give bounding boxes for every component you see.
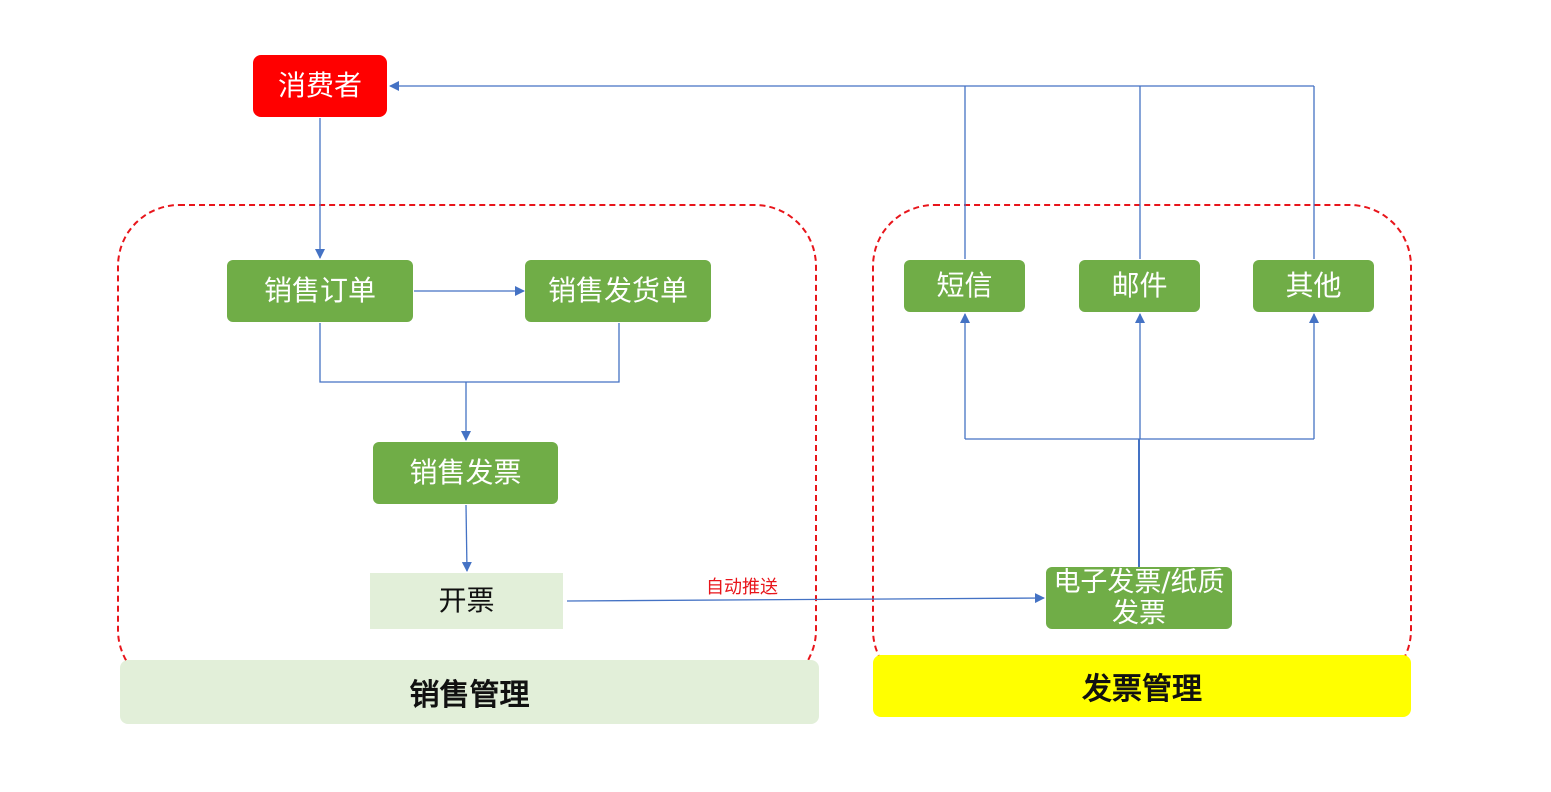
other-node[interactable]: 其他 (1253, 260, 1374, 312)
edge-invoice-to-issue (461, 504, 472, 572)
edge-order-merge (319, 323, 620, 383)
e-invoice-node[interactable]: 电子发票/纸质发票 (1046, 567, 1232, 629)
consumer-node[interactable]: 消费者 (253, 55, 387, 117)
email-node[interactable]: 邮件 (1079, 260, 1200, 312)
sales-management-banner: 销售管理 (120, 660, 819, 724)
sms-node[interactable]: 短信 (904, 260, 1025, 312)
issue-invoice-node[interactable]: 开票 (370, 573, 563, 629)
sales-invoice-node[interactable]: 销售发票 (373, 442, 558, 504)
invoice-management-banner: 发票管理 (873, 655, 1411, 717)
auto-push-label: 自动推送 (706, 577, 778, 598)
sales-order-node[interactable]: 销售订单 (227, 260, 413, 322)
sales-delivery-node[interactable]: 销售发货单 (525, 260, 711, 322)
edge-auto-push (566, 593, 1045, 604)
